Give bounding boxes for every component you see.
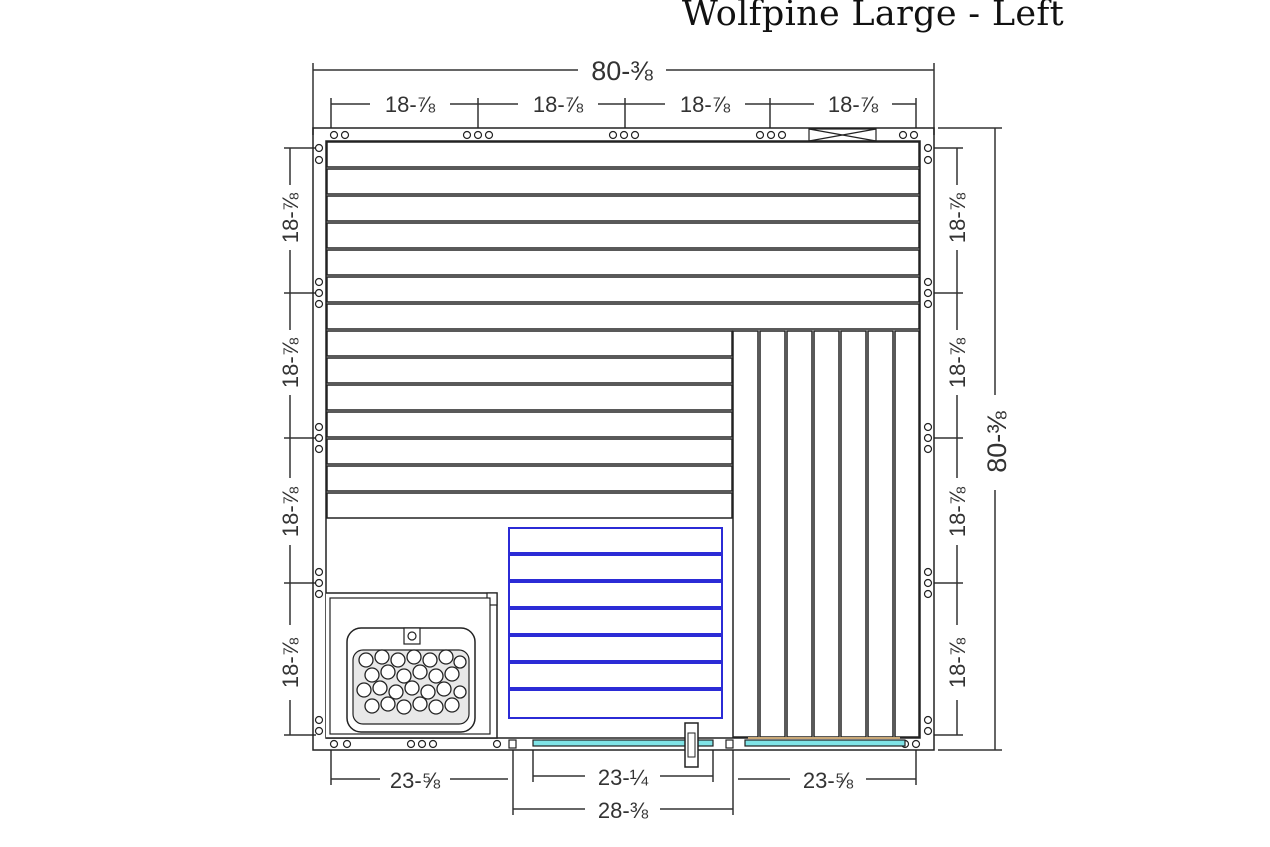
heater xyxy=(326,592,498,739)
left-segment-label: 18-⅞ xyxy=(278,486,303,537)
side-bench xyxy=(732,330,920,738)
overall-depth-label: 80-⅜ xyxy=(982,411,1012,473)
left-segment-label: 18-⅞ xyxy=(278,337,303,388)
door-outer-width-label: 28-⅜ xyxy=(598,798,649,823)
door-inner-width-label: 23-¼ xyxy=(598,765,649,790)
top-segment-label: 18-⅞ xyxy=(828,92,879,117)
top-segment-label: 18-⅞ xyxy=(533,92,584,117)
lower-bench xyxy=(326,330,733,519)
sauna-walls xyxy=(312,127,935,751)
right-segment-label: 18-⅞ xyxy=(945,337,970,388)
floor-duckboard xyxy=(508,527,723,719)
right-segment-label: 18-⅞ xyxy=(945,192,970,243)
front-glass-panel xyxy=(744,737,906,747)
right-segment-label: 18-⅞ xyxy=(945,637,970,688)
upper-bench xyxy=(326,141,920,330)
door xyxy=(508,722,734,768)
left-segment-label: 18-⅞ xyxy=(278,192,303,243)
left-segment-label: 18-⅞ xyxy=(278,637,303,688)
vent-icon xyxy=(808,128,877,142)
right-segment-label: 18-⅞ xyxy=(945,486,970,537)
overall-width-label: 80-⅜ xyxy=(591,56,653,86)
top-segment-label: 18-⅞ xyxy=(680,92,731,117)
bottom-right-label: 23-⅝ xyxy=(803,768,854,793)
bottom-left-label: 23-⅝ xyxy=(390,768,441,793)
diagram-title: Wolfpine Large - Left xyxy=(681,0,1064,34)
top-segment-label: 18-⅞ xyxy=(385,92,436,117)
wall-bolts xyxy=(314,130,933,749)
dimension-lines xyxy=(284,63,1002,815)
heater-stones xyxy=(356,649,467,715)
